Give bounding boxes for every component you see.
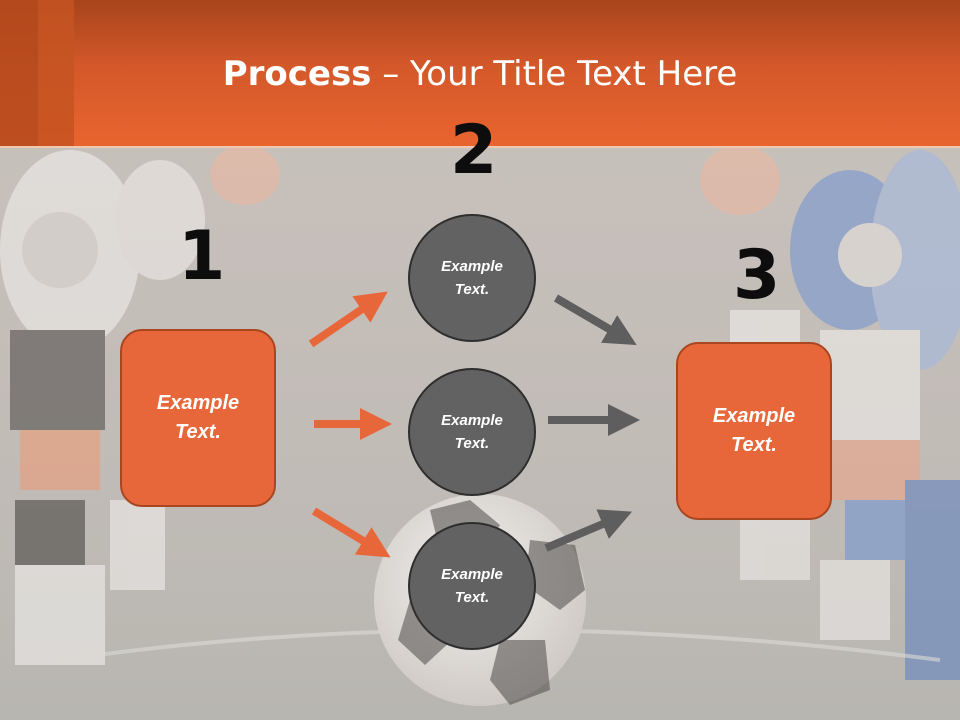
title-bar: [0, 0, 960, 146]
process-circle-top: Example Text.: [408, 214, 536, 342]
arrow-to-bottom-circle: [311, 507, 391, 558]
left-process-box: Example Text.: [120, 329, 276, 507]
box-text-line: Text.: [175, 421, 221, 443]
circle-text-line: Text.: [454, 281, 490, 298]
circle-text-line: Text.: [454, 435, 490, 452]
circle-text-line: Example: [441, 258, 503, 275]
circle-text-line: Text.: [454, 589, 490, 606]
box-text-line: Example: [712, 405, 796, 427]
step-number-2: 2: [450, 111, 498, 190]
right-players-image: [700, 145, 960, 680]
box-text-line: Example: [156, 392, 240, 414]
header-divider: [0, 146, 960, 148]
circle-text-line: Example: [441, 566, 503, 583]
arrow-from-bottom-circle: [544, 509, 633, 552]
process-circle-middle: Example Text.: [408, 368, 536, 496]
left-players-image: [0, 145, 280, 665]
title-rest: – Your Title Text Here: [371, 54, 738, 94]
circle-text-line: Example: [441, 412, 503, 429]
header-accent-stripe: [0, 0, 38, 146]
title-bold: Process: [222, 54, 372, 94]
header-accent-stripe: [38, 0, 74, 146]
step-number-3: 3: [733, 236, 781, 315]
slide-title: Process – Your Title Text Here: [0, 52, 960, 96]
arrow-from-top-circle: [553, 294, 637, 346]
right-process-box: Example Text.: [676, 342, 832, 520]
arrow-to-top-circle: [308, 291, 388, 348]
step-number-1: 1: [178, 217, 226, 296]
box-text-line: Text.: [731, 434, 777, 456]
process-circle-bottom: Example Text.: [408, 522, 536, 650]
